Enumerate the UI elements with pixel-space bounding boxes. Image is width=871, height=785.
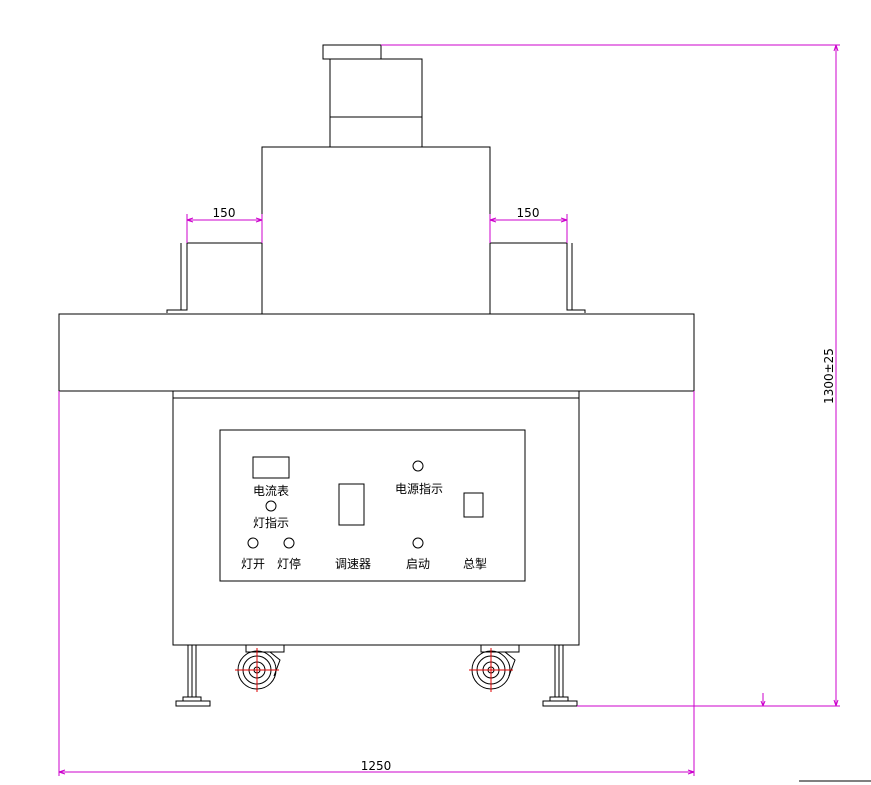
conveyor-body xyxy=(58,313,695,392)
ammeter-display xyxy=(252,456,290,479)
lamp-on-button xyxy=(247,537,259,549)
right-leveling-foot xyxy=(542,644,578,707)
width-value: 1250 xyxy=(361,759,392,773)
control-panel: 电流表 灯指示 灯开 灯停 调速器 电源指示 启动 总掣 xyxy=(219,429,526,582)
left-offset-value: 150 xyxy=(213,206,236,220)
height-value: 1300±25 xyxy=(822,348,836,404)
lamp-off-label: 灯停 xyxy=(277,556,301,571)
start-label: 启动 xyxy=(406,557,430,571)
lamp-indicator-light xyxy=(265,500,277,512)
left-offset-dimension: 150 xyxy=(186,206,263,243)
upper-cover xyxy=(261,146,491,315)
right-caster-wheel xyxy=(469,645,520,692)
left-caster-wheel xyxy=(235,645,285,692)
main-switch xyxy=(463,492,484,518)
left-side-shield xyxy=(166,242,262,313)
power-indicator-light xyxy=(412,460,424,472)
left-leveling-foot xyxy=(175,644,211,707)
ammeter-label: 电流表 xyxy=(253,484,289,498)
lamp-off-button xyxy=(283,537,295,549)
right-offset-value: 150 xyxy=(517,206,540,220)
lamp-housing xyxy=(322,44,423,148)
right-side-shield xyxy=(490,242,586,313)
lamp-indicator-label: 灯指示 xyxy=(253,515,289,530)
cabinet xyxy=(172,390,580,646)
lamp-on-label: 灯开 xyxy=(241,557,265,571)
right-offset-dimension: 150 xyxy=(489,206,568,243)
height-dimension: 1300±25 xyxy=(381,44,840,707)
speed-controller-label: 调速器 xyxy=(335,557,371,571)
width-dimension: 1250 xyxy=(58,391,695,776)
start-button xyxy=(412,537,424,549)
power-indicator-label: 电源指示 xyxy=(395,481,443,496)
speed-controller-knob xyxy=(338,483,365,526)
main-control-label: 总掣 xyxy=(463,557,487,571)
